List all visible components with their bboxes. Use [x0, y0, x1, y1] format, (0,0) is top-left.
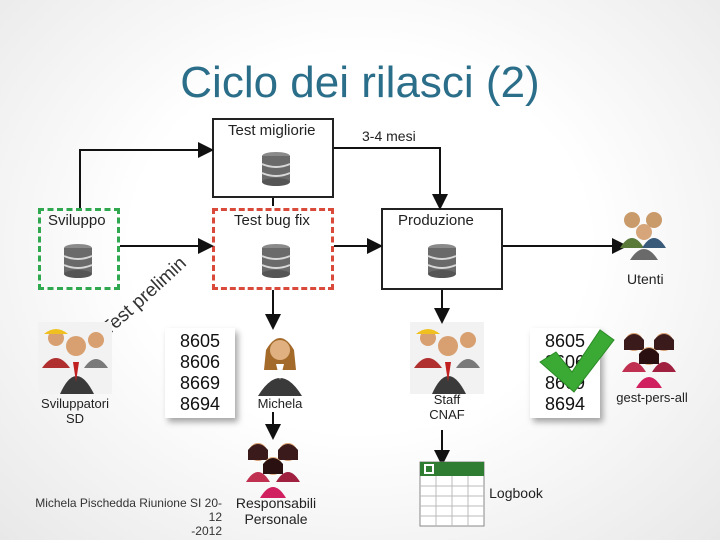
ticket-number: 8605: [544, 331, 586, 351]
utenti-label: Utenti: [627, 271, 664, 287]
sviluppatori-label: Sviluppatori SD: [41, 396, 109, 426]
test-bug-fix-label: Test bug fix: [234, 212, 310, 229]
database-icon: [261, 152, 291, 186]
gest-pers-all-label: gest-pers-all: [616, 390, 688, 405]
person-icon: [258, 338, 302, 396]
people-group-icon: [622, 333, 676, 388]
database-icon: [427, 244, 457, 278]
michela-label: Michela: [257, 396, 303, 411]
ticket-number: 8606: [179, 352, 221, 372]
durata-label: 3-4 mesi: [362, 128, 416, 144]
sviluppo-box: [38, 208, 120, 290]
arrow-test-migliorie-to-produzione: [334, 147, 448, 210]
staff-cnaf-label: Staff CNAF: [429, 392, 465, 422]
arrow-sviluppo-to-test-migliorie: [79, 142, 214, 208]
ticket-number: 8694: [544, 394, 586, 414]
people-group-icon: [246, 443, 300, 498]
logbook-label: Logbook: [489, 485, 543, 501]
produzione-label: Produzione: [398, 212, 474, 229]
slide-title: Ciclo dei rilasci (2): [180, 58, 540, 107]
people-group-icon: [620, 212, 666, 260]
people-group-icon: [410, 322, 484, 394]
database-icon: [261, 244, 291, 278]
test-migliorie-box: [212, 118, 334, 198]
database-icon: [63, 244, 93, 278]
ticket-number: 8669: [179, 373, 221, 393]
responsabili-label: Responsabili Personale: [235, 495, 317, 527]
ticket-number: 8605: [179, 331, 221, 351]
tickets-card-left: 8605 8606 8669 8694: [165, 328, 235, 418]
test-migliorie-label: Test migliorie: [228, 122, 316, 139]
sviluppo-label: Sviluppo: [48, 212, 106, 229]
people-group-icon: [38, 322, 112, 394]
ticket-number: 8694: [179, 394, 221, 414]
footer-text: Michela Pischedda Riunione SI 20-12 -201…: [35, 496, 222, 538]
